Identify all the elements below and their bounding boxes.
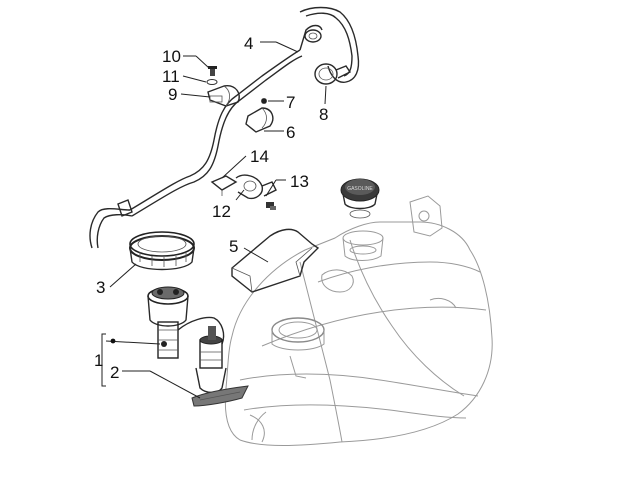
mounting-bracket-small [210,175,238,196]
hose-clamp [314,63,352,85]
callout-9: 9 [168,85,177,104]
callout-5: 5 [229,237,238,256]
fuel-cap-marking: GASOLINE [347,186,373,192]
callout-14: 14 [250,147,269,166]
leader-lines [101,41,327,399]
callout-7: 7 [286,93,295,112]
pump-lock-ring [129,231,195,271]
callout-13: 13 [290,172,309,191]
pump-strainer [191,385,249,407]
clip-screw [261,98,267,104]
callout-6: 6 [286,123,295,142]
clamp-screw [266,202,276,210]
callout-2: 2 [110,363,119,382]
fuel-pump-assembly [147,286,227,394]
callout-4: 4 [244,34,253,53]
callout-11: 11 [162,67,180,86]
pipe-clamp [235,174,277,200]
callout-8: 8 [319,105,328,124]
callout-labels: 1 2 3 4 5 6 7 8 9 10 11 12 13 14 [94,34,328,382]
hose-holder-bracket [207,85,240,107]
hose-clip [245,107,274,133]
fuel-hose [89,6,360,249]
holder-screw [208,66,217,76]
callout-3: 3 [96,278,105,297]
holder-washer [206,79,218,85]
tank-support-plate [231,228,320,293]
callout-10: 10 [162,47,181,66]
fuel-cap: GASOLINE [340,178,380,219]
callout-1: 1 [94,351,103,370]
callout-12: 12 [212,202,231,221]
fuel-tank [224,195,493,446]
